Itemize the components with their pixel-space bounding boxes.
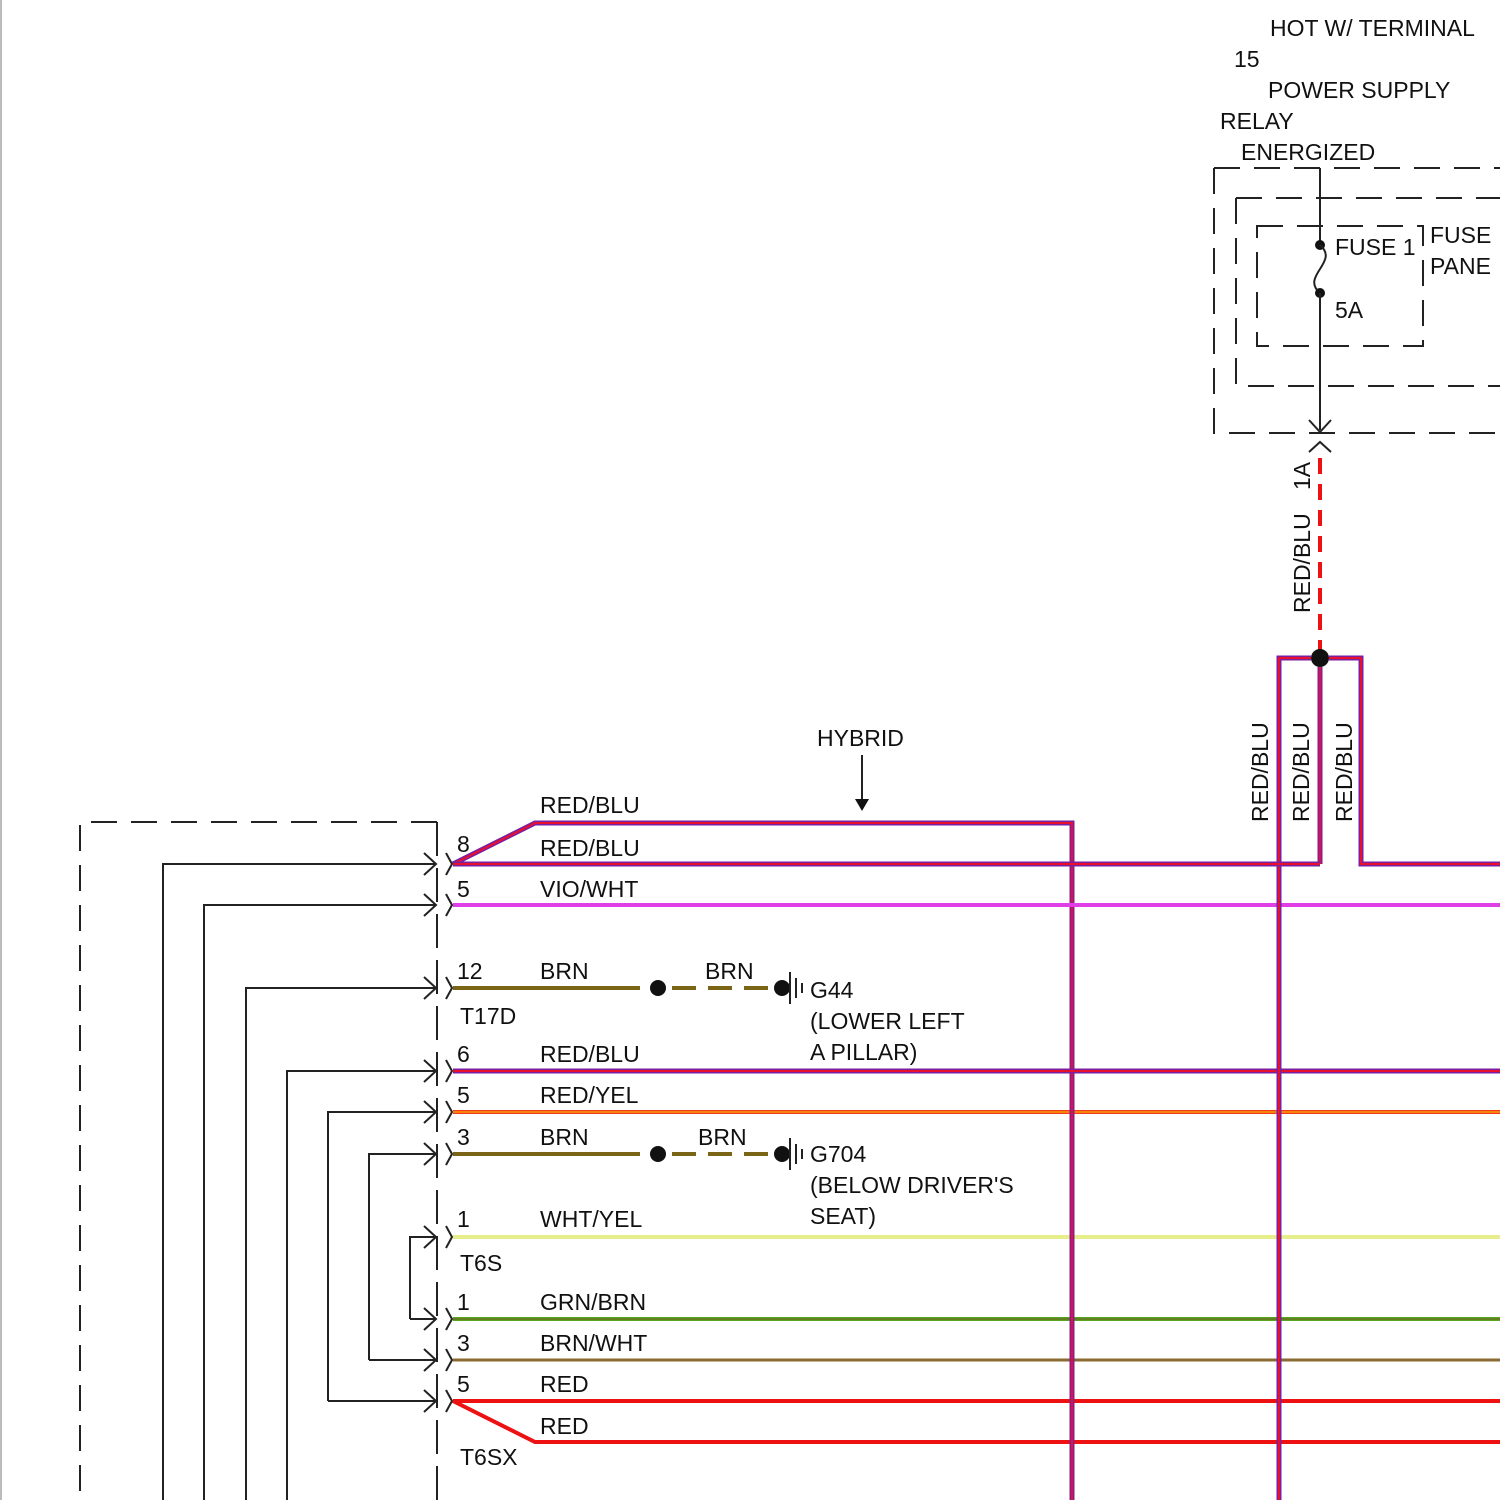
feed-wire-label: RED/BLU xyxy=(1289,513,1315,613)
ground-location-g704-1: (BELOW DRIVER'S xyxy=(810,1172,1014,1198)
fuse-label: FUSE 1 xyxy=(1335,234,1416,260)
branch-label-3: RED/BLU xyxy=(1331,722,1357,822)
splice-dot xyxy=(1311,649,1329,667)
wire-label-t6s-6: RED/BLU xyxy=(540,1041,640,1067)
hybrid-arrowhead xyxy=(855,799,869,811)
ground-location-g44-1: (LOWER LEFT xyxy=(810,1008,965,1034)
wire-label-t17d-8: RED/BLU xyxy=(540,835,640,861)
vertical-crossings xyxy=(1072,870,1279,1500)
wire-label-t6sx-5b: RED xyxy=(540,1413,589,1439)
module-leads xyxy=(163,864,435,1500)
wire-label-t17d-5: VIO/WHT xyxy=(540,876,638,902)
connector-name-t17d: T17D xyxy=(460,1003,516,1029)
power-label-line4: RELAY xyxy=(1220,108,1294,134)
pin-label-t6s-6: 6 xyxy=(457,1041,470,1067)
wire-label-t6sx-3: BRN/WHT xyxy=(540,1330,647,1356)
wire-t6s-3-ground xyxy=(453,1138,802,1170)
wire-label-t6sx-1: GRN/BRN xyxy=(540,1289,646,1315)
feed-pin-label: 1A xyxy=(1289,461,1315,490)
power-label-line2: 15 xyxy=(1234,46,1260,72)
module-box xyxy=(80,822,437,1500)
pin-label-t6s-1: 1 xyxy=(457,1206,470,1232)
power-label-line5: ENERGIZED xyxy=(1241,139,1375,165)
wire-t6sx-5 xyxy=(453,1401,1500,1442)
power-label-line1: HOT W/ TERMINAL xyxy=(1270,15,1475,41)
ground-wire-label-g44: BRN xyxy=(705,958,754,984)
ground-wire-label-g704: BRN xyxy=(698,1124,747,1150)
fuse-rating: 5A xyxy=(1335,297,1364,323)
fuse-panel-label-1: FUSE xyxy=(1430,222,1491,248)
ground-label-g704: G704 xyxy=(810,1141,866,1167)
pin-label-t6sx-3: 3 xyxy=(457,1330,470,1356)
branch-label-2: RED/BLU xyxy=(1288,722,1314,822)
ground-location-g44-2: A PILLAR) xyxy=(810,1039,917,1065)
pin-label-t6s-3: 3 xyxy=(457,1124,470,1150)
wire-t17d-8-hybrid xyxy=(453,823,1072,1500)
connector-name-t6sx: T6SX xyxy=(460,1444,518,1470)
pin-label-t17d-8: 8 xyxy=(457,831,470,857)
fuse-panel-label-2: PANE xyxy=(1430,253,1491,279)
ground-label-g44: G44 xyxy=(810,977,854,1003)
ground-location-g704-2: SEAT) xyxy=(810,1203,876,1229)
pin-label-t6sx-1: 1 xyxy=(457,1289,470,1315)
pin-label-t17d-12: 12 xyxy=(457,958,483,984)
power-label-line3: POWER SUPPLY xyxy=(1268,77,1450,103)
wire-label-t6s-3: BRN xyxy=(540,1124,589,1150)
branch-label-1: RED/BLU xyxy=(1247,722,1273,822)
wire-label-t6s-1: WHT/YEL xyxy=(540,1206,642,1232)
wire-label-t6s-5: RED/YEL xyxy=(540,1082,639,1108)
fuse-symbol xyxy=(1309,168,1331,452)
wire-label-t17d-12: BRN xyxy=(540,958,589,984)
connector-name-t6s: T6S xyxy=(460,1250,502,1276)
pin-label-t6sx-5: 5 xyxy=(457,1371,470,1397)
pin-label-t17d-5: 5 xyxy=(457,876,470,902)
wire-label-t6sx-5: RED xyxy=(540,1371,589,1397)
pin-label-t6s-5: 5 xyxy=(457,1082,470,1108)
hybrid-label: HYBRID xyxy=(817,725,904,751)
wire-label-t17d-8-hybrid: RED/BLU xyxy=(540,792,640,818)
